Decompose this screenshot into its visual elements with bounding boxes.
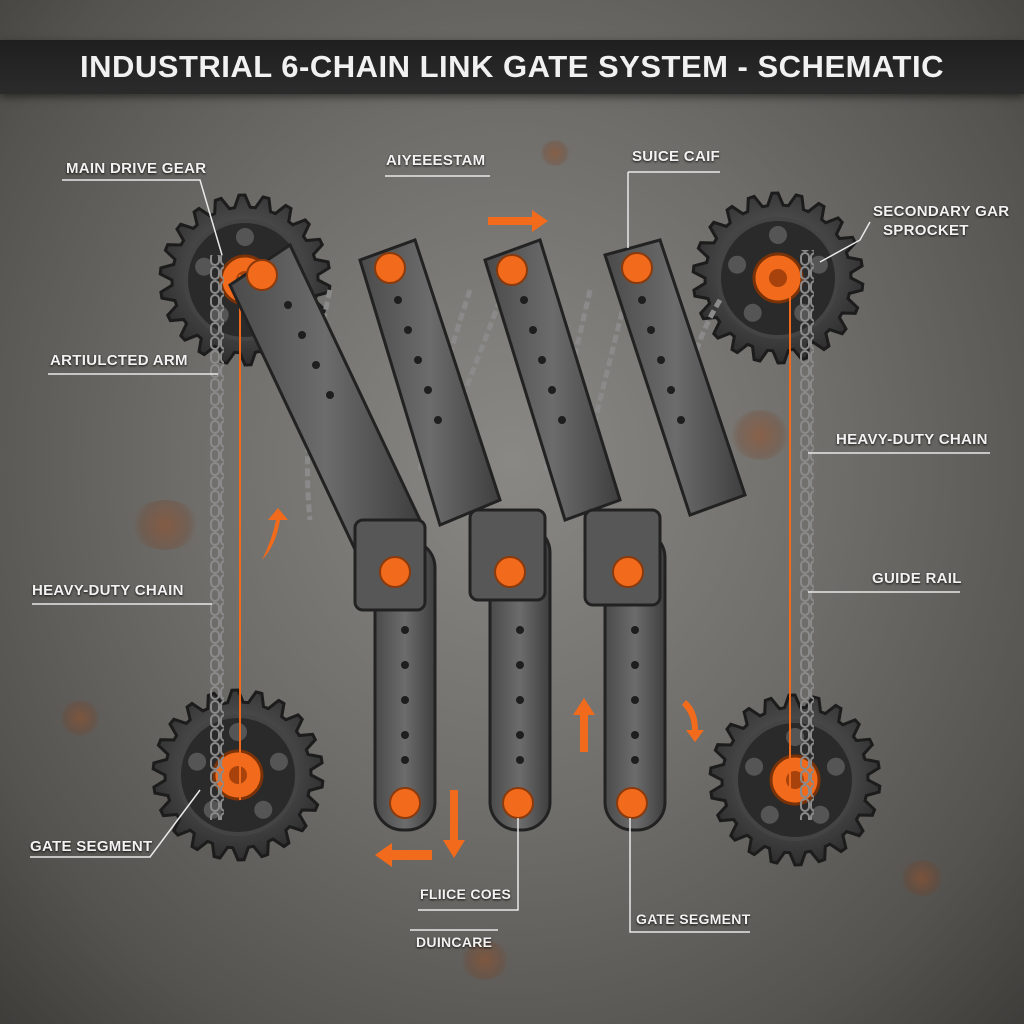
label-leader-line [30, 171, 990, 933]
page-title: INDUSTRIAL 6-CHAIN LINK GATE SYSTEM - SC… [80, 49, 944, 84]
label-aiyeeestam: AIYEEESTAM [386, 152, 486, 169]
label-main-drive-gear: MAIN DRIVE GEAR [66, 160, 207, 177]
rust-stain [730, 410, 790, 460]
label-artiulcted-arm: ARTIULCTED ARM [50, 352, 188, 369]
articulated-arm [603, 238, 747, 517]
label-heavy-duty-chain-left: HEAVY-DUTY CHAIN [32, 582, 184, 599]
pivot-pin [246, 252, 653, 819]
label-guide-rail: GUIDE RAIL [872, 570, 962, 587]
articulated-arm [358, 238, 502, 528]
label-duincare: DUINCARE [416, 934, 493, 950]
label-heavy-duty-chain-right: HEAVY-DUTY CHAIN [836, 431, 988, 448]
label-secondary-gar: SECONDARY GAR [873, 203, 1010, 220]
label-fliice-coes: FLIICE COES [420, 886, 512, 902]
label-sprocket: SPROCKET [883, 222, 969, 239]
label-gate-segment-left: GATE SEGMENT [30, 838, 153, 855]
rust-stain [900, 860, 944, 896]
label-gate-segment-bottom: GATE SEGMENT [636, 911, 751, 927]
heavy-duty-chain-icon [800, 250, 814, 820]
label-suice-caif: SUICE CAIF [632, 148, 721, 165]
arrow-icon [262, 210, 704, 867]
heavy-duty-chain-icon [210, 255, 224, 820]
rust-stain [540, 140, 570, 166]
articulated-arm [483, 238, 622, 522]
rust-stain [130, 500, 200, 550]
rust-stain [60, 700, 100, 736]
gear-icon [708, 693, 882, 867]
title-bar: INDUSTRIAL 6-CHAIN LINK GATE SYSTEM - SC… [0, 40, 1024, 94]
gear-icon [151, 688, 325, 862]
rust-stain [460, 940, 510, 980]
secondary-sprocket-icon [691, 191, 865, 365]
